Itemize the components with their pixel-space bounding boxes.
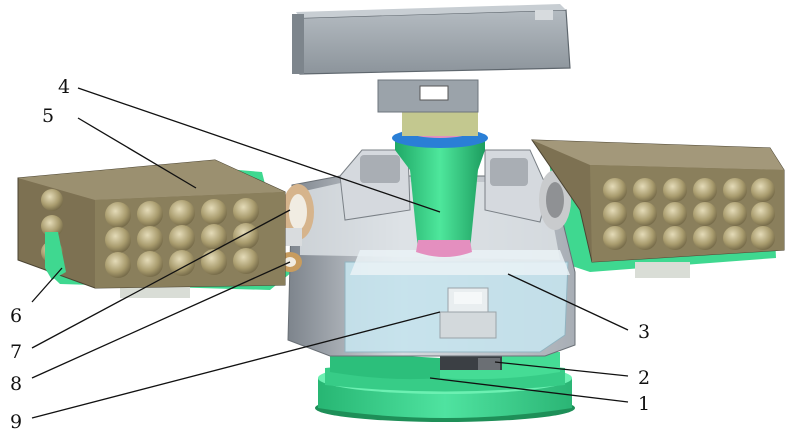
inner-shaft [439, 287, 497, 339]
leader-2 [494, 361, 629, 377]
callout-4: 4 [58, 76, 70, 98]
callout-8: 8 [10, 373, 22, 395]
right-pod-tubes [603, 178, 775, 250]
central-mast [377, 79, 488, 257]
leader-lines [31, 87, 629, 419]
leader-8 [31, 261, 291, 379]
leader-3 [507, 273, 629, 331]
leader-9 [31, 311, 441, 419]
leader-1 [429, 377, 629, 403]
radar-panel [292, 4, 571, 75]
callout-7: 7 [10, 341, 22, 363]
callout-1: 1 [638, 393, 650, 415]
callout-5: 5 [42, 105, 54, 127]
callout-6: 6 [10, 305, 22, 327]
callout-labels: 1 2 3 4 5 6 7 8 9 [10, 76, 650, 433]
leader-7 [31, 209, 291, 349]
callout-2: 2 [638, 367, 650, 389]
callout-3: 3 [638, 321, 650, 343]
leader-4 [77, 87, 441, 213]
callout-9: 9 [10, 411, 22, 433]
left-missile-pod [17, 159, 286, 289]
right-missile-pod [531, 139, 785, 263]
leader-6 [31, 267, 63, 303]
leader-5 [77, 117, 197, 189]
